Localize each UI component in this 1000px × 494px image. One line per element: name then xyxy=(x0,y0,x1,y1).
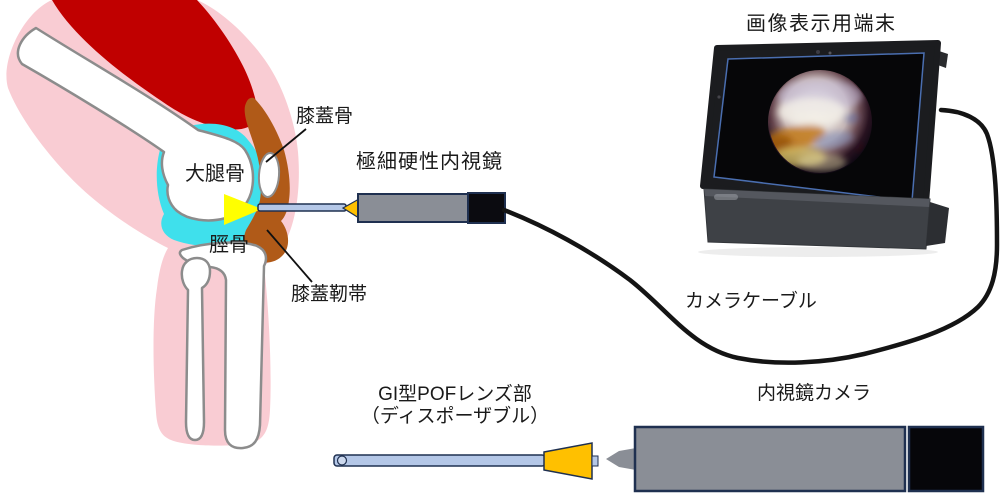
camera-connector xyxy=(907,425,985,493)
scope-image xyxy=(768,70,872,174)
label-rigid-endoscope: 極細硬性内視鏡 xyxy=(356,151,503,173)
patella-pointer-line xyxy=(265,128,307,163)
label-endoscope-camera: 内視鏡カメラ xyxy=(757,383,872,404)
label-femur: 大腿骨 xyxy=(185,163,245,185)
tibia-shape xyxy=(178,241,268,450)
label-pof-lens-line2: （ディスポーザブル） xyxy=(360,406,550,427)
ligament-pointer-line xyxy=(266,229,313,283)
label-tibia: 脛骨 xyxy=(209,234,249,256)
fibula-shape xyxy=(180,256,212,442)
tablet-dock-top-edge xyxy=(704,189,930,207)
endoscope-camera-unit xyxy=(606,425,985,493)
camera-body xyxy=(633,425,907,493)
lens-funnel xyxy=(543,442,593,480)
tablet-camera-icon xyxy=(816,50,820,54)
dock-logo xyxy=(714,194,738,200)
knee-illustration xyxy=(6,0,313,450)
label-display-terminal: 画像表示用端末 xyxy=(746,13,897,35)
femur-shape xyxy=(16,26,255,222)
endoscope-body xyxy=(357,193,469,223)
pof-lens-unit xyxy=(333,442,599,480)
label-pof-lens: GI型POFレンズ部 （ディスポーザブル） xyxy=(352,384,558,428)
dock-shadow xyxy=(698,247,938,257)
tablet-led-icon xyxy=(828,51,832,55)
endoscope-connector xyxy=(467,192,506,224)
lens-tube xyxy=(333,454,546,467)
patella-shape xyxy=(257,152,281,198)
endoscope-needle xyxy=(257,203,347,212)
lens-tube-tip xyxy=(336,455,348,466)
light-cone-shape xyxy=(224,194,262,225)
quadriceps-muscle-shape xyxy=(52,0,258,130)
endoscope-funnel xyxy=(341,197,360,220)
camera-coupler-spike xyxy=(606,448,636,470)
label-pof-lens-line1: GI型POFレンズ部 xyxy=(378,384,532,405)
label-patella: 膝蓋骨 xyxy=(296,106,354,127)
camera-cable xyxy=(501,107,1000,365)
label-patellar-ligament: 膝蓋靭帯 xyxy=(291,284,368,305)
tablet-dock-tab xyxy=(926,202,949,246)
lens-connector-nub xyxy=(591,455,599,467)
rigid-endoscope xyxy=(257,192,506,224)
label-camera-cable: カメラケーブル xyxy=(685,291,817,312)
tablet-front-camera-icon xyxy=(717,95,721,99)
display-tablet xyxy=(698,40,949,257)
